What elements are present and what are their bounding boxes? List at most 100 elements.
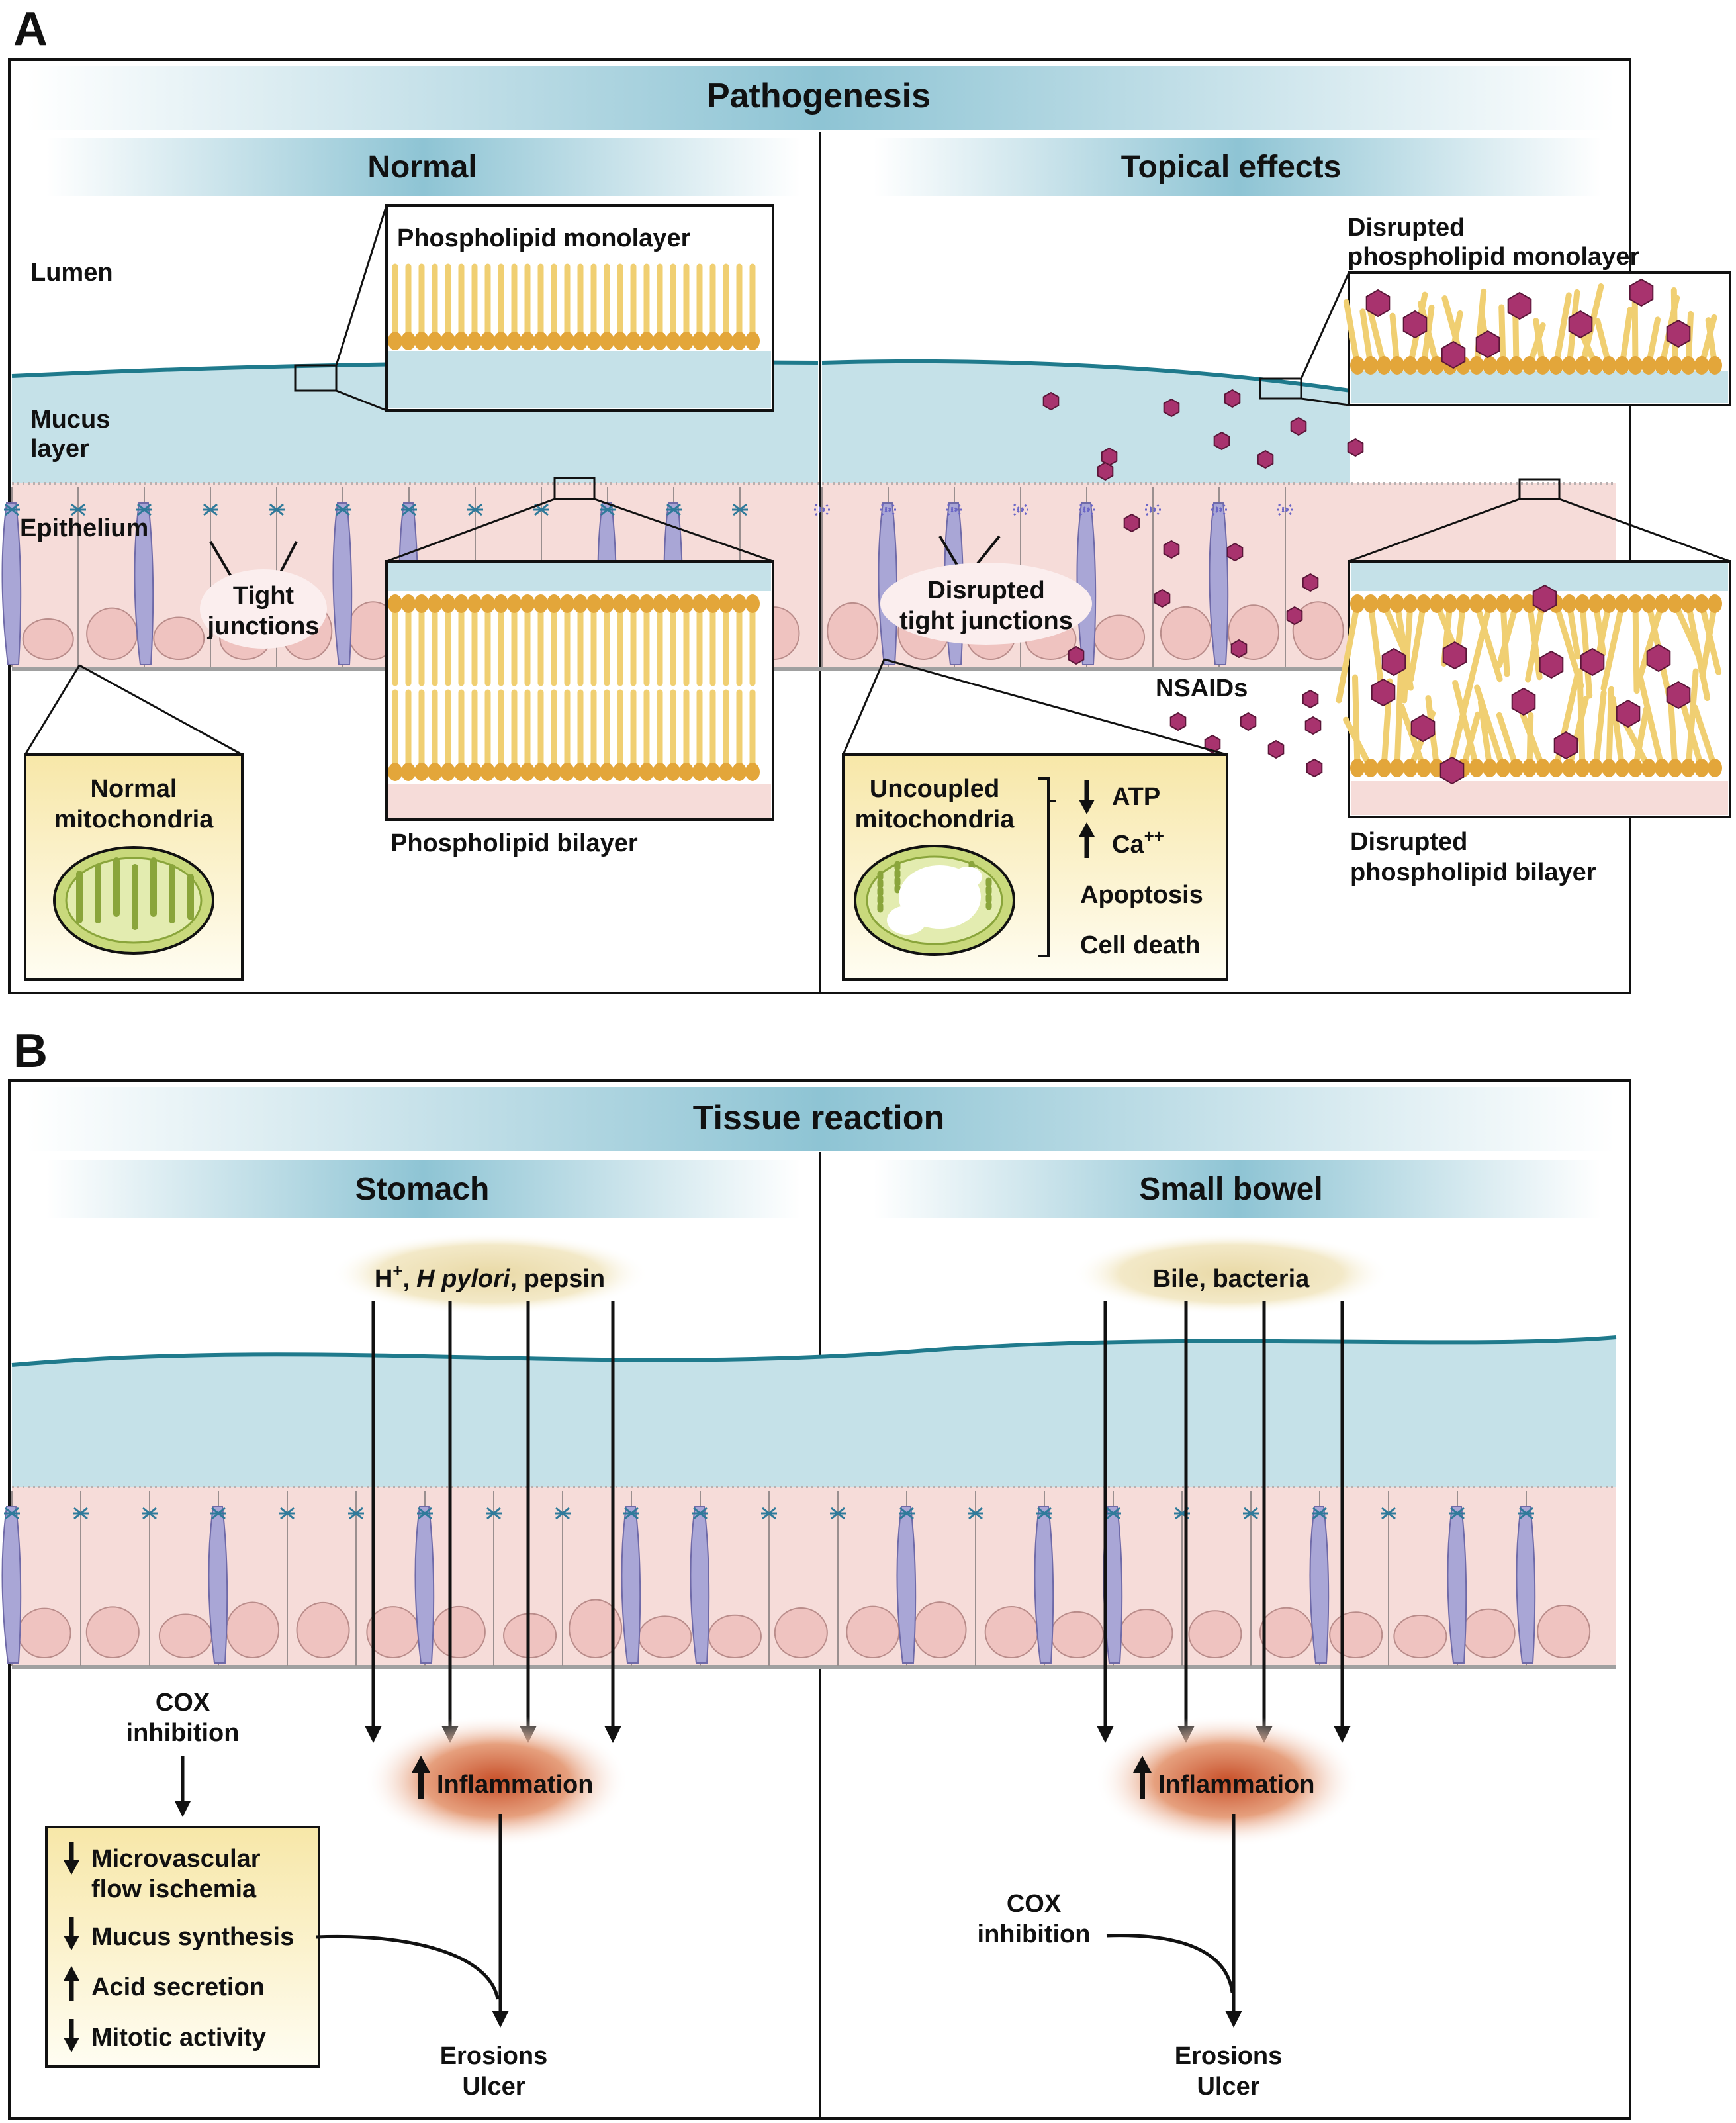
lipid-head: [1363, 356, 1378, 375]
uncoupled-mitochondrion: [854, 845, 1015, 956]
tight-junction: [692, 1507, 708, 1520]
lipid-head: [666, 763, 680, 781]
lipid-head: [1681, 759, 1696, 777]
tight-junction: [761, 1507, 777, 1520]
normal-subtitle: Normal: [367, 150, 477, 185]
lipid-head: [1588, 759, 1603, 777]
nsaid-molecule: [1475, 330, 1500, 359]
panel-b-title-bar: [26, 1087, 1615, 1151]
tight-junction: [467, 503, 483, 516]
lipid-head: [1562, 356, 1576, 375]
lipid-head: [613, 763, 627, 781]
lipid-head: [507, 763, 522, 781]
panel-a-title: Pathogenesis: [707, 77, 931, 115]
nsaid-molecule: [1580, 647, 1605, 677]
nucleus: [1119, 1609, 1173, 1658]
nucleus: [22, 618, 74, 661]
lipid-tail: [1621, 718, 1652, 771]
nsaid-molecule: [1068, 645, 1085, 665]
lipid-head: [573, 763, 588, 781]
lipid-head: [480, 332, 495, 350]
goblet-cell: [1, 1506, 22, 1664]
nsaid-molecule: [1365, 289, 1391, 318]
panel-b-letter: B: [13, 1025, 48, 1078]
stomach-inflammation-burst: [364, 1715, 629, 1847]
lipid-head: [1694, 594, 1709, 613]
tight-junction: [666, 503, 682, 516]
nucleus: [1393, 1615, 1447, 1658]
monolayer-lipids: [388, 263, 760, 350]
lipid-head: [1416, 594, 1431, 613]
lipid-head: [1363, 759, 1378, 777]
lipid-head: [547, 763, 561, 781]
effect-microvascular-2: flow ischemia: [91, 1875, 257, 1903]
lipid-tail: [1343, 299, 1361, 369]
lipid-head: [401, 332, 416, 350]
lipid-head: [454, 332, 469, 350]
effect-mucus-synthesis: Mucus synthesis: [91, 1923, 294, 1951]
nucleus: [638, 1615, 692, 1659]
tight-junction: [1105, 1507, 1121, 1520]
nsaid-molecule: [1042, 391, 1060, 411]
lipid-head: [732, 763, 747, 781]
cells-panel-b: [1, 1491, 1591, 1666]
nsaid-molecule: [1204, 734, 1221, 754]
microvascular-down-arrow-icon: [64, 1842, 79, 1875]
bilayer-zoom-lines: [386, 498, 774, 563]
lipid-head: [494, 763, 508, 781]
lipid-head: [507, 332, 522, 350]
nsaid-molecule: [1532, 584, 1557, 613]
nsaid-molecule: [1163, 540, 1180, 559]
lipid-tail: [1600, 600, 1625, 692]
stomach-agents-cloud: [331, 1233, 649, 1315]
disrupted-bi-cytoplasm: [1351, 781, 1728, 815]
lipid-tail: [1619, 307, 1633, 369]
lipid-head: [679, 763, 694, 781]
tight-junction: [946, 503, 962, 516]
nsaid-molecule: [1267, 739, 1285, 759]
nucleus: [1093, 614, 1146, 660]
nsaid-molecule: [1381, 647, 1406, 677]
lipid-head: [520, 332, 535, 350]
tight-junction: [968, 1507, 983, 1520]
lipid-head: [1443, 594, 1457, 613]
nsaid-molecule: [1442, 641, 1467, 670]
lipid-head: [494, 332, 508, 350]
stomach-agent-arrows: [365, 1301, 621, 1743]
lipid-head: [1628, 759, 1643, 777]
stomach-cox-label-2: inhibition: [126, 1719, 240, 1747]
bowel-agents-cloud: [1072, 1233, 1390, 1315]
lipid-head: [1575, 594, 1590, 613]
lipid-head: [1483, 594, 1497, 613]
nsaid-molecule: [1539, 650, 1564, 679]
goblet-cell: [134, 502, 154, 665]
lipid-head: [1522, 356, 1537, 375]
stomach-outcome-1: Erosions: [440, 2042, 548, 2070]
nucleus: [984, 1606, 1038, 1659]
tight-junction: [1312, 1507, 1328, 1520]
stomach-inflammation-label: Inflammation: [437, 1771, 593, 1799]
tight-junction: [732, 503, 748, 516]
tight-junction: [1211, 503, 1227, 516]
disrupted-bi-zoom-lines: [1348, 498, 1731, 563]
lipid-tail: [1447, 675, 1475, 771]
lipid-head: [1483, 759, 1497, 777]
nsaid-molecule: [1666, 681, 1691, 710]
lipid-head: [586, 594, 601, 613]
panel-b: B Tissue reaction Stomach Small bowel H+…: [1, 1025, 1631, 2120]
tight-junction: [269, 503, 285, 516]
lipid-head: [441, 763, 455, 781]
atp-label: ATP: [1112, 783, 1160, 811]
nucleus: [85, 1606, 140, 1658]
lipid-head: [1641, 594, 1656, 613]
nsaid-molecule: [1154, 589, 1171, 608]
lipid-head: [732, 332, 747, 350]
lipid-head: [520, 594, 535, 613]
lipid-head: [454, 594, 469, 613]
goblet-cell: [414, 1506, 435, 1664]
lipid-head: [428, 763, 442, 781]
tight-junction: [136, 503, 152, 516]
lipid-head: [441, 594, 455, 613]
lipid-head: [388, 763, 402, 781]
